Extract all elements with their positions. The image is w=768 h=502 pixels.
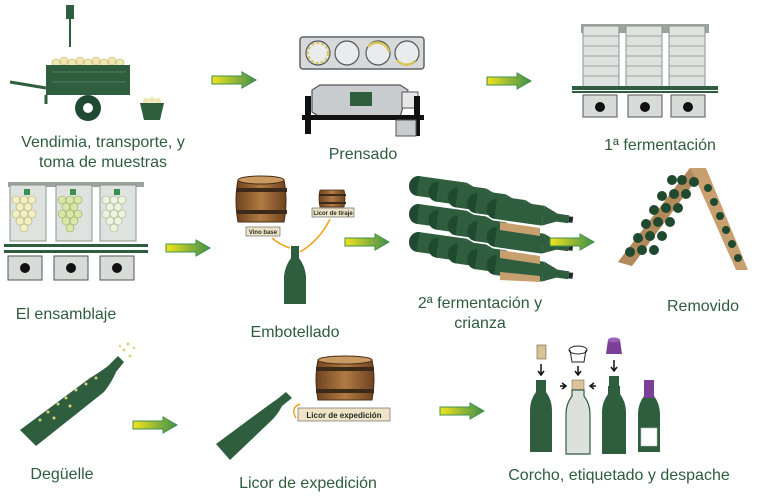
step-label-deguelle: Degüelle xyxy=(12,465,112,485)
corking-bottles-icon xyxy=(530,337,660,455)
step-label-segunda-fermentacion: 2ª fermentación y crianza xyxy=(392,294,568,334)
arrow-right-icon xyxy=(344,233,390,251)
label-line: Vendimia, transporte, y xyxy=(21,134,185,151)
step-label-prensado: Prensado xyxy=(300,145,426,165)
label-line: Removido xyxy=(666,298,740,315)
step-label-corcho: Corcho, etiquetado y despache xyxy=(474,466,764,486)
disgorging-bottle-icon xyxy=(20,342,136,446)
step-label-embotellado: Embotellado xyxy=(232,323,358,343)
label-line: 2ª fermentación y xyxy=(417,295,543,312)
arrow-right-icon xyxy=(486,72,532,90)
step-label-vendimia: Vendimia, transporte, y toma de muestras xyxy=(4,133,202,173)
wire-cage-icon xyxy=(568,345,588,363)
aging-bottles-icon xyxy=(407,174,575,286)
arrow-right-icon xyxy=(132,416,178,434)
label-line: Embotellado xyxy=(250,324,340,341)
step-label-ensamblaje: El ensamblaje xyxy=(0,305,132,325)
grape-cart-icon xyxy=(9,5,164,121)
licor-expedicion-tag: Licor de expedición xyxy=(306,411,381,420)
blending-tanks-icon xyxy=(4,182,148,281)
bottle-icon xyxy=(284,246,306,304)
label-line: Licor de expedición xyxy=(239,475,377,492)
bottle-icon xyxy=(216,392,292,460)
label-line: crianza xyxy=(454,315,506,332)
cork-icon xyxy=(536,344,547,360)
label-line: El ensamblaje xyxy=(15,306,117,323)
arrow-right-icon xyxy=(439,402,485,420)
step-label-primera-fermentacion: 1ª fermentación xyxy=(580,136,740,156)
label-line: toma de muestras xyxy=(38,154,168,171)
vino-base-tag: Vino base xyxy=(249,230,278,236)
grape-basket-icon xyxy=(140,97,164,120)
licor-tiraje-tag: Licor de tiraje xyxy=(313,211,353,217)
arrow-right-icon xyxy=(165,239,211,257)
wine-barrel-icon: Vino base xyxy=(235,175,287,237)
expedition-barrel-icon: Licor de expedición xyxy=(297,355,391,422)
arrow-right-icon xyxy=(211,71,257,89)
label-line: Prensado xyxy=(328,146,398,163)
step-label-licor-expedicion: Licor de expedición xyxy=(216,474,400,494)
label-line: Corcho, etiquetado y despache xyxy=(508,467,730,484)
capsule-icon xyxy=(606,337,622,354)
label-line: Degüelle xyxy=(30,466,94,483)
wine-press-icon xyxy=(299,36,425,137)
small-barrel-icon: Licor de tiraje xyxy=(311,189,355,218)
riddling-rack-icon xyxy=(618,168,748,270)
fermentation-tank-icon xyxy=(572,24,718,118)
step-label-removido: Removido xyxy=(648,297,758,317)
label-line: 1ª fermentación xyxy=(604,137,716,154)
